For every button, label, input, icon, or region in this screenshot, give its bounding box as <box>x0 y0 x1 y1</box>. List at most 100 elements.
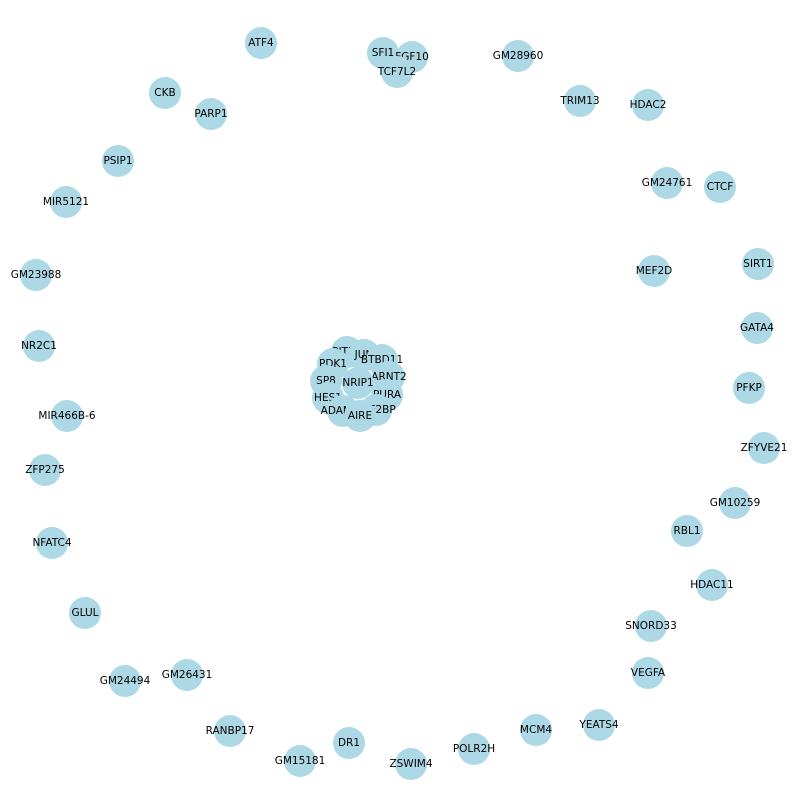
node-gm24761: GM24761 <box>642 167 693 199</box>
node-ranbp17: RANBP17 <box>206 715 254 747</box>
node-circle <box>395 748 427 780</box>
node-label: GATA4 <box>740 322 774 334</box>
node-label: MCM4 <box>520 724 552 736</box>
node-label: NRIP1 <box>342 377 373 389</box>
node-circle <box>102 145 134 177</box>
node-circle <box>333 727 365 759</box>
node-label: ZFP275 <box>25 464 65 476</box>
node-circle <box>171 659 203 691</box>
node-mcm4: MCM4 <box>520 714 552 746</box>
node-circle <box>214 715 246 747</box>
node-label: GM15181 <box>275 755 326 767</box>
node-label: AIRE <box>348 410 372 422</box>
node-label: PFKP <box>736 382 762 394</box>
node-label: GM24761 <box>642 177 693 189</box>
node-glul: GLUL <box>69 597 101 629</box>
node-circle <box>381 56 413 88</box>
node-nr2c1: NR2C1 <box>21 330 57 362</box>
node-hdac2: HDAC2 <box>630 89 667 121</box>
node-label: ARNT2 <box>371 371 406 383</box>
node-label: NFATC4 <box>32 537 71 549</box>
node-label: YEATS4 <box>578 719 618 731</box>
node-circle <box>109 665 141 697</box>
node-circle <box>520 714 552 746</box>
node-polr2h: POLR2H <box>453 733 495 765</box>
node-hdac11: HDAC11 <box>690 569 734 601</box>
node-gm26431: GM26431 <box>162 659 213 691</box>
node-label: SIRT1 <box>743 258 772 270</box>
node-circle <box>502 40 534 72</box>
node-gata4: GATA4 <box>740 312 774 344</box>
node-circle <box>51 400 83 432</box>
node-circle <box>342 367 374 399</box>
node-label: NR2C1 <box>21 340 57 352</box>
node-circle <box>149 77 181 109</box>
node-label: HDAC11 <box>690 579 734 591</box>
node-mef2d: MEF2D <box>636 255 673 287</box>
node-dr1: DR1 <box>333 727 365 759</box>
node-label: GM28960 <box>493 50 544 62</box>
node-circle <box>671 515 703 547</box>
node-mir5121: MIR5121 <box>43 186 89 218</box>
node-gm23988: GM23988 <box>11 259 62 291</box>
node-circle <box>651 167 683 199</box>
node-mir466b-6: MIR466B-6 <box>38 400 96 432</box>
node-label: MIR5121 <box>43 196 89 208</box>
node-circle <box>29 454 61 486</box>
node-circle <box>284 745 316 777</box>
node-circle <box>245 27 277 59</box>
node-label: MIR466B-6 <box>38 410 95 422</box>
node-atf4: ATF4 <box>245 27 277 59</box>
node-circle <box>564 85 596 117</box>
node-vegfa: VEGFA <box>631 657 666 689</box>
node-gm24494: GM24494 <box>100 665 151 697</box>
node-ckb: CKB <box>149 77 181 109</box>
node-label: GM10259 <box>710 497 761 509</box>
node-label: PARP1 <box>194 108 227 120</box>
node-label: ATF4 <box>248 37 274 49</box>
node-circle <box>632 657 664 689</box>
node-gm28960: GM28960 <box>493 40 544 72</box>
node-circle <box>741 312 773 344</box>
node-psip1: PSIP1 <box>102 145 134 177</box>
node-circle <box>704 171 736 203</box>
node-circle <box>344 400 376 432</box>
node-label: RBL1 <box>673 525 700 537</box>
node-parp1: PARP1 <box>194 98 228 130</box>
node-nrip1: NRIP1 <box>342 367 374 399</box>
node-circle <box>632 89 664 121</box>
node-sirt1: SIRT1 <box>742 248 774 280</box>
node-nfatc4: NFATC4 <box>32 527 72 559</box>
node-circle <box>638 255 670 287</box>
node-aire: AIRE <box>344 400 376 432</box>
node-circle <box>69 597 101 629</box>
node-circle <box>748 432 780 464</box>
node-label: TRIM13 <box>559 95 599 107</box>
node-zfp275: ZFP275 <box>25 454 65 486</box>
node-circle <box>458 733 490 765</box>
node-rbl1: RBL1 <box>671 515 703 547</box>
node-circle <box>583 709 615 741</box>
node-label: DR1 <box>338 737 360 749</box>
node-circle <box>696 569 728 601</box>
node-label: GM23988 <box>11 269 62 281</box>
node-circle <box>635 610 667 642</box>
node-circle <box>742 248 774 280</box>
node-circle <box>50 186 82 218</box>
node-tcf7l2: TCF7L2 <box>377 56 416 88</box>
node-trim13: TRIM13 <box>559 85 600 117</box>
node-label: GM26431 <box>162 669 213 681</box>
node-circle <box>23 330 55 362</box>
node-label: ZFYVE21 <box>741 442 788 454</box>
node-label: POLR2H <box>453 743 495 755</box>
node-label: PSIP1 <box>103 155 132 167</box>
node-label: HDAC2 <box>630 99 667 111</box>
node-zswim4: ZSWIM4 <box>389 748 433 780</box>
node-pfkp: PFKP <box>733 372 765 404</box>
node-label: MEF2D <box>636 265 673 277</box>
node-label: GLUL <box>72 607 99 619</box>
node-circle <box>719 487 751 519</box>
node-yeats4: YEATS4 <box>578 709 619 741</box>
node-zfyve21: ZFYVE21 <box>741 432 788 464</box>
